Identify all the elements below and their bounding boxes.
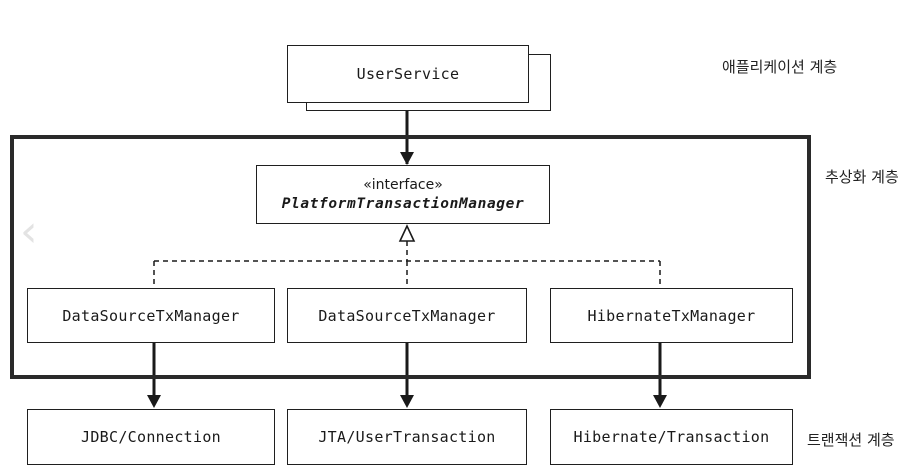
resource-label-2: JTA/UserTransaction (318, 428, 496, 446)
manager-label-3: HibernateTxManager (587, 306, 756, 325)
resource-box-3: Hibernate/Transaction (550, 409, 793, 465)
manager-box-2: DataSourceTxManager (287, 288, 527, 343)
interface-name: PlatformTransactionManager (281, 195, 525, 212)
layer-label-transaction: 트랜잭션 계층 (807, 431, 895, 449)
manager-label-1: DataSourceTxManager (62, 306, 240, 325)
arrowhead-manager-3 (653, 395, 667, 408)
resource-box-2: JTA/UserTransaction (287, 409, 527, 465)
abstraction-layer-frame (10, 135, 811, 379)
chevron-left-icon[interactable]: ‹ (20, 206, 38, 257)
layer-label-application: 애플리케이션 계층 (722, 58, 838, 76)
manager-box-1: DataSourceTxManager (27, 288, 275, 343)
layer-label-abstraction: 추상화 계층 (825, 168, 899, 186)
manager-label-2: DataSourceTxManager (318, 306, 496, 325)
userservice-box: UserService (287, 45, 529, 103)
resource-label-1: JDBC/Connection (81, 428, 221, 446)
manager-box-3: HibernateTxManager (550, 288, 793, 343)
interface-stereotype: «interface» (363, 176, 443, 193)
userservice-label: UserService (356, 65, 460, 83)
resource-label-3: Hibernate/Transaction (573, 428, 770, 446)
resource-box-1: JDBC/Connection (27, 409, 275, 465)
arrowhead-userservice (400, 152, 414, 165)
interface-box: «interface» PlatformTransactionManager (256, 165, 550, 224)
arrowhead-manager-1 (147, 395, 161, 408)
arrowhead-manager-2 (400, 395, 414, 408)
